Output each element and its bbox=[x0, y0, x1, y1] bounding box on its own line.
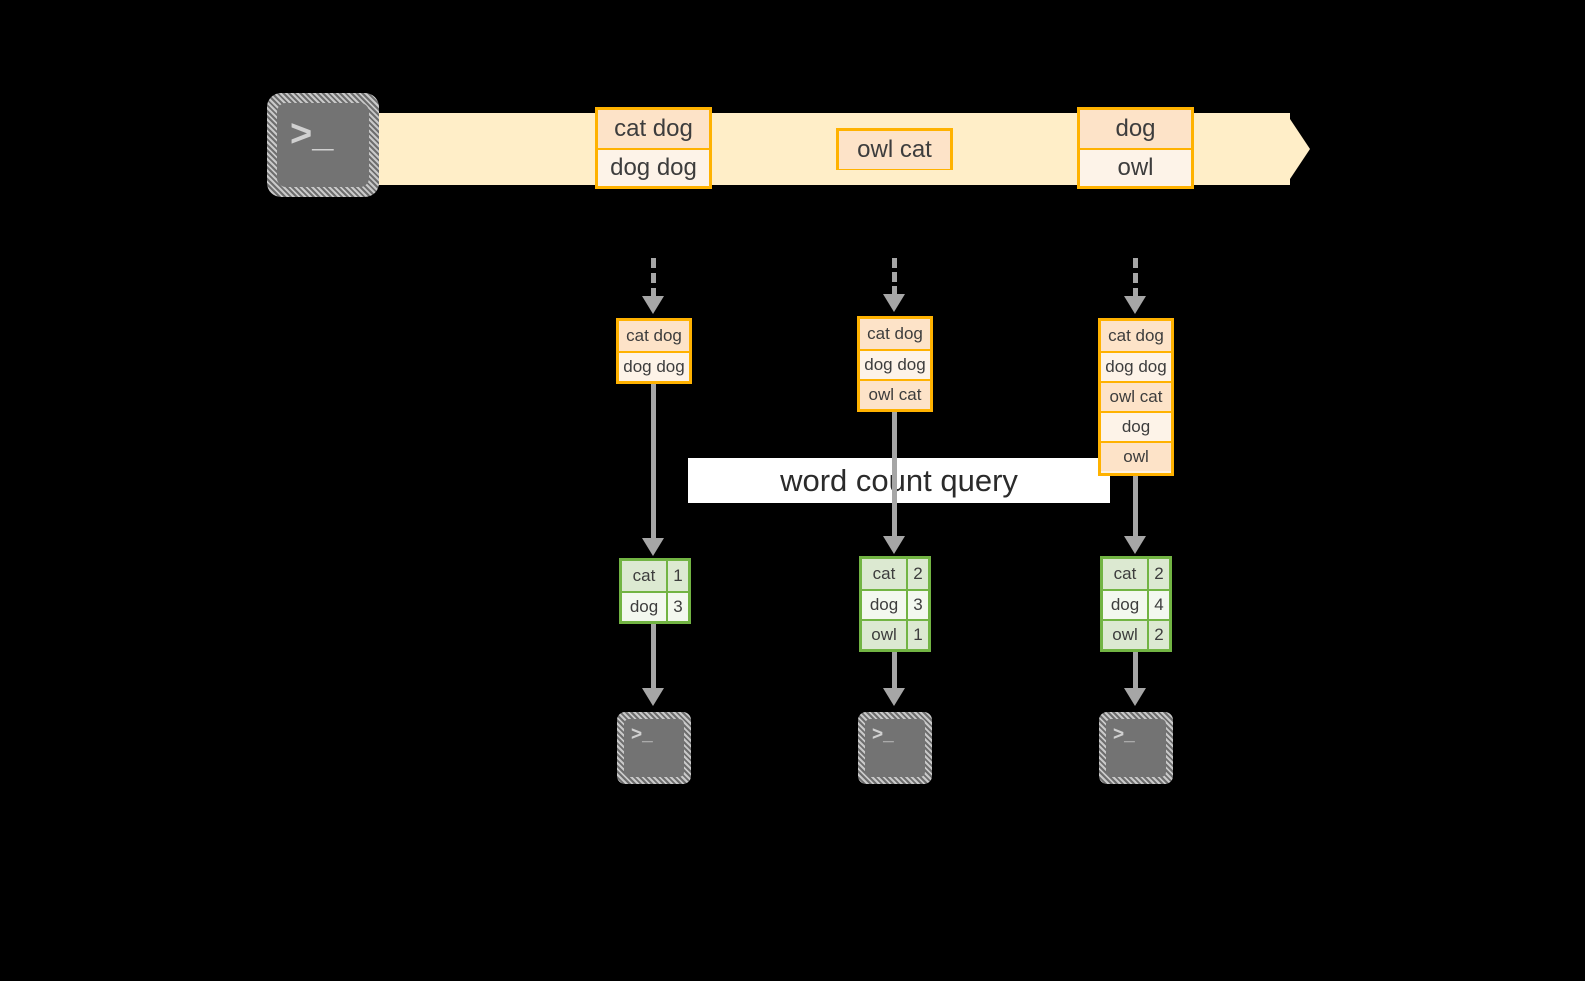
stage-3-sink-terminal-icon[interactable]: >_ bbox=[1099, 712, 1173, 784]
query-label-text: word count query bbox=[780, 462, 1018, 498]
table-row: dog 4 bbox=[1103, 589, 1169, 619]
arrow-right-icon bbox=[1286, 113, 1310, 185]
stage-1-input-line-1: cat dog bbox=[619, 321, 689, 351]
stage-3-input-line-1: cat dog bbox=[1101, 321, 1171, 351]
table-row: dog 3 bbox=[862, 589, 928, 619]
stage-2-result-count-3: 1 bbox=[906, 621, 928, 649]
stage-1-query-arrowhead bbox=[642, 538, 664, 556]
stage-2-result-word-1: cat bbox=[872, 564, 896, 583]
stage-1-query-connector bbox=[651, 384, 656, 540]
stage-1-sink-connector bbox=[651, 624, 656, 690]
stream-batch-1-line-2: dog dog bbox=[598, 148, 709, 186]
stage-1-sink-terminal-icon[interactable]: >_ bbox=[617, 712, 691, 784]
terminal-prompt-glyph: >_ bbox=[872, 724, 894, 745]
stage-3-result-word-3: owl bbox=[1112, 625, 1138, 644]
stage-1-result-word-1: cat bbox=[632, 566, 656, 585]
stage-1-result-table[interactable]: cat 1 dog 3 bbox=[619, 558, 691, 624]
terminal-screen: >_ bbox=[865, 719, 925, 777]
source-terminal-icon[interactable]: >_ bbox=[267, 93, 379, 197]
stage-3-input-box[interactable]: cat dog dog dog owl cat dog owl bbox=[1098, 318, 1174, 476]
stage-3-sink-connector bbox=[1133, 652, 1138, 690]
stage-1-result-word-2: dog bbox=[629, 597, 659, 616]
stage-2-input-line-2: dog dog bbox=[860, 349, 930, 379]
stage-1-ingest-arrowhead bbox=[642, 296, 664, 314]
stage-3-result-word-2: dog bbox=[1110, 595, 1140, 614]
terminal-prompt-glyph: >_ bbox=[290, 113, 334, 155]
stage-3-ingest-connector bbox=[1133, 258, 1138, 298]
table-row: owl 2 bbox=[1103, 619, 1169, 649]
stream-batch-3-line-2: owl bbox=[1080, 148, 1191, 186]
stage-2-ingest-arrowhead bbox=[883, 294, 905, 312]
stage-2-ingest-connector bbox=[892, 258, 897, 296]
stage-3-input-line-2: dog dog bbox=[1101, 351, 1171, 381]
stage-3-result-count-2: 4 bbox=[1147, 591, 1169, 619]
table-row: owl 1 bbox=[862, 619, 928, 649]
table-row: cat 2 bbox=[862, 559, 928, 589]
terminal-screen: >_ bbox=[624, 719, 684, 777]
stage-2-sink-terminal-icon[interactable]: >_ bbox=[858, 712, 932, 784]
stage-2-result-word-2: dog bbox=[869, 595, 899, 614]
stage-3-result-word-1: cat bbox=[1113, 564, 1137, 583]
stage-1-input-box[interactable]: cat dog dog dog bbox=[616, 318, 692, 384]
stream-batch-3-line-1: dog bbox=[1080, 110, 1191, 148]
stage-3-input-line-4: dog bbox=[1101, 411, 1171, 441]
stream-batch-1-line-1: cat dog bbox=[598, 110, 709, 148]
terminal-screen: >_ bbox=[277, 103, 369, 187]
stage-3-query-connector bbox=[1133, 476, 1138, 538]
stage-2-result-table[interactable]: cat 2 dog 3 owl 1 bbox=[859, 556, 931, 652]
stream-batch-2-line-1: owl cat bbox=[839, 131, 950, 169]
stage-2-sink-arrowhead bbox=[883, 688, 905, 706]
stage-2-result-count-2: 3 bbox=[906, 591, 928, 619]
stage-1-ingest-connector bbox=[651, 258, 656, 298]
stage-2-input-line-1: cat dog bbox=[860, 319, 930, 349]
stream-batch-2[interactable]: owl cat bbox=[836, 128, 953, 170]
stage-2-result-count-1: 2 bbox=[906, 559, 928, 589]
stage-2-query-arrowhead bbox=[883, 536, 905, 554]
stage-3-result-count-3: 2 bbox=[1147, 621, 1169, 649]
stage-1-result-count-1: 1 bbox=[666, 561, 688, 591]
stage-2-sink-connector bbox=[892, 652, 897, 690]
stage-3-input-line-3: owl cat bbox=[1101, 381, 1171, 411]
table-row: cat 1 bbox=[622, 561, 688, 591]
stage-2-result-word-3: owl bbox=[871, 625, 897, 644]
stage-2-input-line-3: owl cat bbox=[860, 379, 930, 409]
stage-1-result-count-2: 3 bbox=[666, 593, 688, 621]
terminal-prompt-glyph: >_ bbox=[631, 724, 653, 745]
stage-1-sink-arrowhead bbox=[642, 688, 664, 706]
stage-3-sink-arrowhead bbox=[1124, 688, 1146, 706]
stage-3-result-table[interactable]: cat 2 dog 4 owl 2 bbox=[1100, 556, 1172, 652]
stage-3-ingest-arrowhead bbox=[1124, 296, 1146, 314]
stage-2-input-box[interactable]: cat dog dog dog owl cat bbox=[857, 316, 933, 412]
terminal-prompt-glyph: >_ bbox=[1113, 724, 1135, 745]
stage-2-query-connector bbox=[892, 412, 897, 538]
stream-batch-1[interactable]: cat dog dog dog bbox=[595, 107, 712, 189]
stage-3-input-line-5: owl bbox=[1101, 441, 1171, 471]
stage-3-query-arrowhead bbox=[1124, 536, 1146, 554]
stage-1-input-line-2: dog dog bbox=[619, 351, 689, 381]
table-row: dog 3 bbox=[622, 591, 688, 621]
table-row: cat 2 bbox=[1103, 559, 1169, 589]
stage-3-result-count-1: 2 bbox=[1147, 559, 1169, 589]
stream-batch-3[interactable]: dog owl bbox=[1077, 107, 1194, 189]
terminal-screen: >_ bbox=[1106, 719, 1166, 777]
query-label-band: word count query bbox=[688, 458, 1110, 503]
